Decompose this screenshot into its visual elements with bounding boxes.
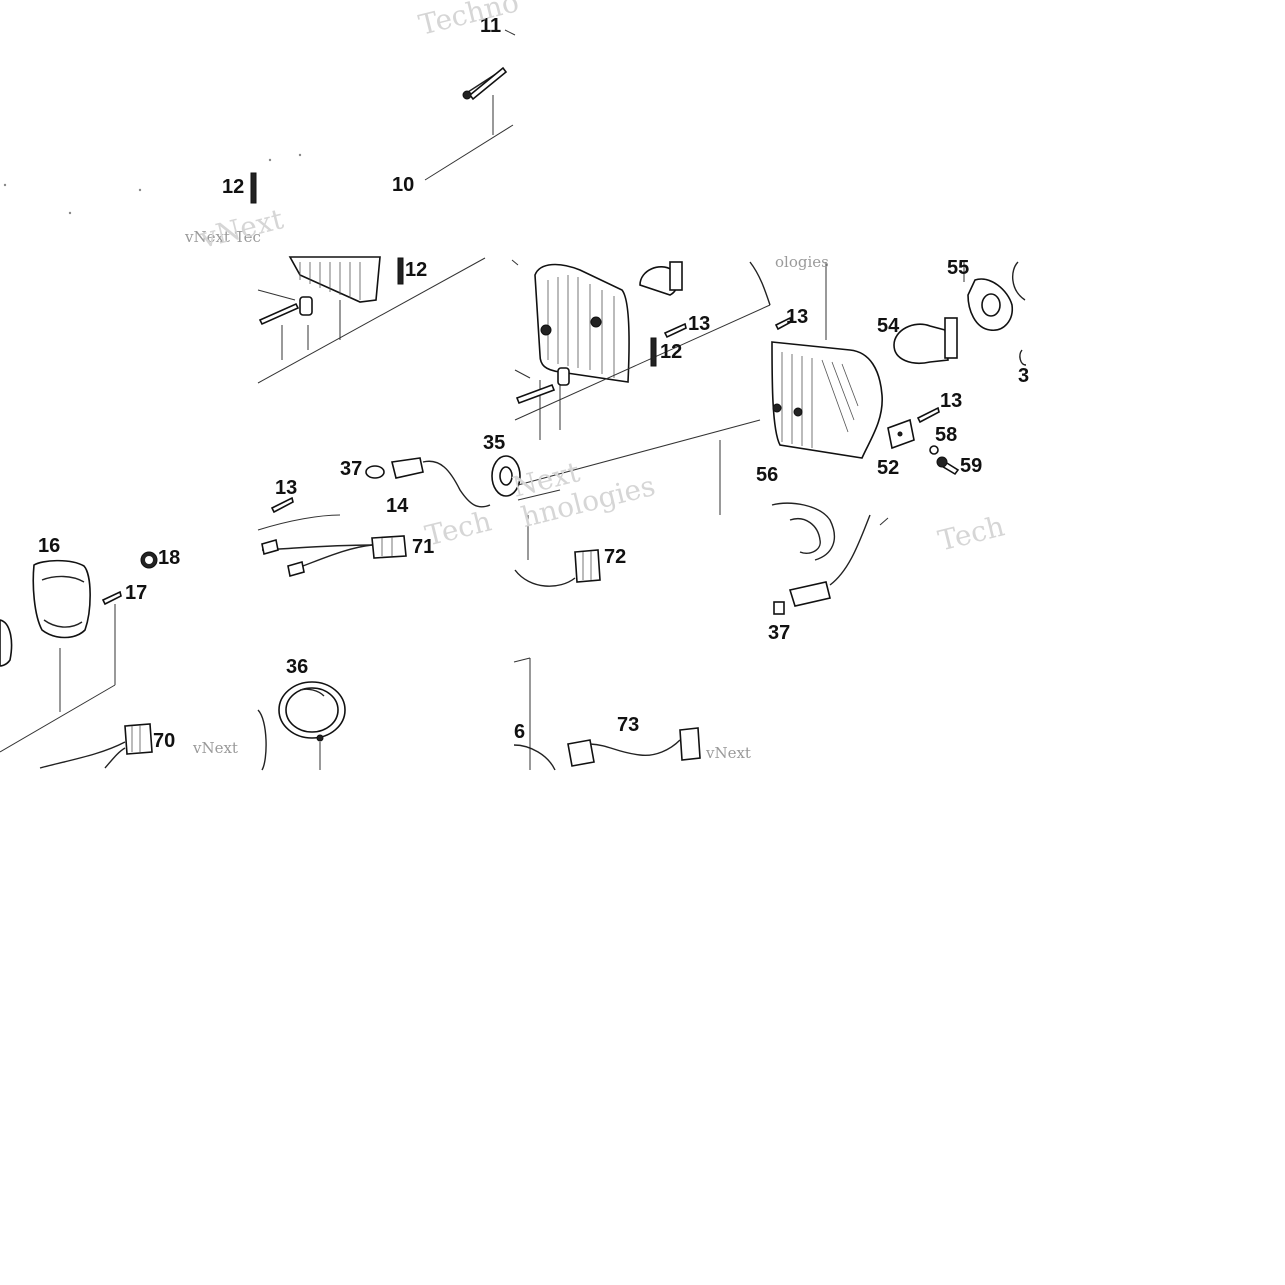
callout-12-a: 12 xyxy=(222,176,245,198)
callout-55: 55 xyxy=(947,257,970,279)
callout-13-d: 13 xyxy=(275,477,298,499)
callout-56: 56 xyxy=(756,464,779,486)
clip-52 xyxy=(887,418,915,450)
bulb-37 xyxy=(365,457,491,508)
watermark-ologies: ologies xyxy=(775,253,829,271)
tile-bottom-center xyxy=(513,657,701,771)
bulb-top xyxy=(639,261,683,296)
tile-middle-right xyxy=(719,261,1027,515)
screw-11 xyxy=(462,66,508,101)
callout-36: 36 xyxy=(286,656,309,678)
callout-37-a: 37 xyxy=(340,458,363,480)
callout-72: 72 xyxy=(604,546,627,568)
ring-55 xyxy=(967,278,1014,331)
rivet-12c xyxy=(650,337,657,367)
watermark-vnext-bottom-left: vNext xyxy=(193,739,238,757)
callout-54: 54 xyxy=(877,315,900,337)
bulb-54 xyxy=(893,317,958,364)
spring-left xyxy=(258,302,300,326)
nut-left xyxy=(299,296,313,316)
callout-58: 58 xyxy=(935,424,958,446)
callout-13-c: 13 xyxy=(940,390,963,412)
callout-73: 73 xyxy=(617,714,640,736)
spring-center xyxy=(515,383,556,405)
tile-middle-left xyxy=(257,256,521,578)
connector-71 xyxy=(371,535,407,559)
screw-17 xyxy=(101,590,122,606)
ring-36 xyxy=(278,681,346,742)
headlight-right xyxy=(771,341,883,459)
connector-72 xyxy=(574,549,601,583)
washer-58 xyxy=(929,445,939,455)
rivet-12b xyxy=(397,257,404,285)
tile-bottom-left xyxy=(257,681,346,771)
bulb-37b xyxy=(773,581,831,615)
callout-35: 35 xyxy=(483,432,506,454)
callout-12-b: 12 xyxy=(405,259,428,281)
callout-13-b: 13 xyxy=(786,306,809,328)
screw-13-center xyxy=(663,322,687,339)
callout-13-a: 13 xyxy=(688,313,711,335)
tile-lower-center xyxy=(514,515,601,587)
wiring-loom xyxy=(261,538,373,578)
screw-13-left xyxy=(270,496,294,514)
callout-71: 71 xyxy=(412,536,435,558)
callout-70: 70 xyxy=(153,730,176,752)
rivet-12 xyxy=(250,172,257,204)
watermark-vnext-tec: vNext Tec xyxy=(185,228,261,246)
callout-59: 59 xyxy=(960,455,983,477)
watermark-vnext-bottom-center: vNext xyxy=(706,744,751,762)
headlight-center xyxy=(534,263,630,383)
tile-middle-center xyxy=(511,259,771,501)
callout-52: 52 xyxy=(877,457,900,479)
callout-3: 3 xyxy=(1018,365,1030,387)
socket-35 xyxy=(491,455,521,497)
callout-14: 14 xyxy=(386,495,409,517)
callout-18: 18 xyxy=(158,547,181,569)
callout-16: 16 xyxy=(38,535,61,557)
tile-lower-left xyxy=(0,551,158,769)
nut-18 xyxy=(140,551,158,569)
bolt-59 xyxy=(936,456,960,476)
callout-37-b: 37 xyxy=(768,622,791,644)
screw-13-right-top xyxy=(774,316,792,331)
connector-73 xyxy=(567,727,701,767)
connector-70 xyxy=(124,723,153,755)
lamp-partial xyxy=(0,619,13,667)
headlight-left xyxy=(288,256,381,303)
tile-lower-right xyxy=(771,502,889,615)
callout-17: 17 xyxy=(125,582,148,604)
tile-top xyxy=(3,29,516,215)
nut-center xyxy=(557,367,570,386)
callout-10: 10 xyxy=(392,174,415,196)
cover-16 xyxy=(32,559,91,639)
screw-13-right xyxy=(916,406,940,424)
callout-11: 11 xyxy=(480,15,502,37)
callout-12-c: 12 xyxy=(660,341,683,363)
callout-6: 6 xyxy=(514,721,526,743)
